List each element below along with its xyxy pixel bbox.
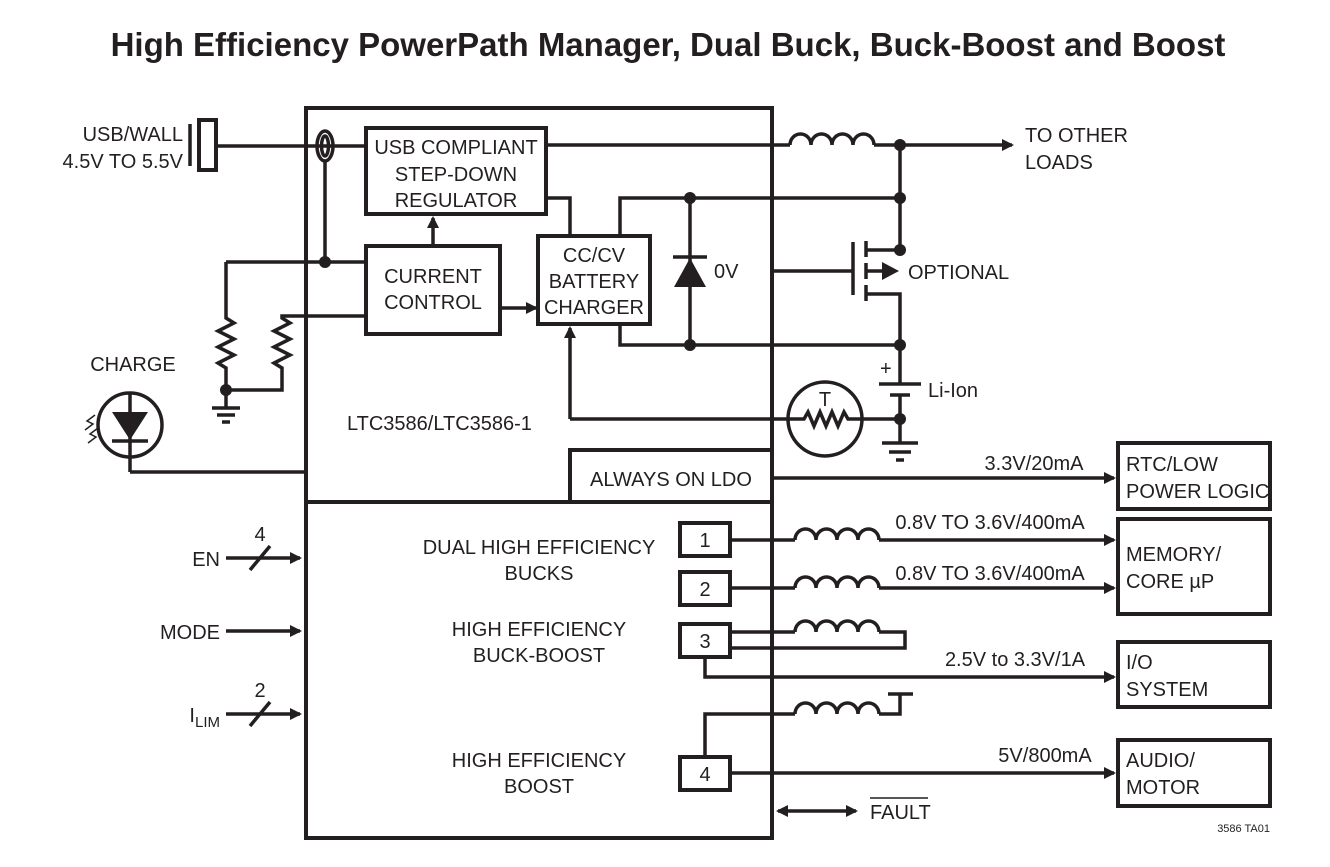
battery-charger: CC/CV BATTERY CHARGER bbox=[536, 234, 652, 326]
svg-text:4.5V TO 5.5V: 4.5V TO 5.5V bbox=[63, 151, 184, 173]
svg-text:USB COMPLIANT: USB COMPLIANT bbox=[374, 137, 537, 159]
other-loads-label-2: LOADS bbox=[1025, 152, 1093, 174]
battery-icon bbox=[879, 345, 921, 462]
charge-label: CHARGE bbox=[90, 354, 176, 376]
channel-2: 2 bbox=[678, 570, 732, 607]
svg-text:BUCKS: BUCKS bbox=[505, 563, 574, 585]
svg-text:CURRENT: CURRENT bbox=[384, 266, 482, 288]
current-control: CURRENT CONTROL bbox=[364, 244, 502, 336]
inductor-icon bbox=[793, 527, 881, 541]
inductor-icon bbox=[793, 701, 881, 715]
svg-text:MOTOR: MOTOR bbox=[1126, 777, 1200, 799]
buck-boost-output-label: 2.5V to 3.3V/1A bbox=[945, 649, 1086, 671]
ilim-bus-width: 2 bbox=[254, 680, 265, 702]
always-on-ldo: ALWAYS ON LDO bbox=[590, 469, 752, 491]
usb-step-down-regulator: USB COMPLIANT STEP-DOWN REGULATOR bbox=[364, 126, 548, 216]
boost-label: HIGH EFFICIENCY BOOST bbox=[452, 750, 626, 798]
other-loads-label: TO OTHER bbox=[1025, 125, 1128, 147]
memory-load: MEMORY/ CORE µP bbox=[1116, 517, 1272, 616]
svg-text:STEP-DOWN: STEP-DOWN bbox=[395, 164, 517, 186]
boost-output-label: 5V/800mA bbox=[998, 745, 1092, 767]
mode-label: MODE bbox=[160, 622, 220, 644]
svg-text:CONTROL: CONTROL bbox=[384, 292, 482, 314]
channel-3: 3 bbox=[678, 622, 732, 659]
channel-1: 1 bbox=[678, 521, 732, 558]
svg-text:DUAL HIGH EFFICIENCY: DUAL HIGH EFFICIENCY bbox=[423, 537, 656, 559]
svg-text:CC/CV: CC/CV bbox=[563, 245, 626, 267]
optional-label: OPTIONAL bbox=[908, 262, 1009, 284]
svg-text:2: 2 bbox=[699, 579, 710, 601]
en-bus-width: 4 bbox=[254, 524, 265, 546]
audio-load: AUDIO/ MOTOR bbox=[1116, 738, 1272, 808]
buck1-output-label: 0.8V TO 3.6V/400mA bbox=[895, 512, 1085, 534]
usb-input: USB/WALL 4.5V TO 5.5V bbox=[63, 118, 366, 268]
svg-text:MEMORY/: MEMORY/ bbox=[1126, 544, 1222, 566]
battery-label: Li-Ion bbox=[928, 380, 978, 402]
svg-text:4: 4 bbox=[699, 764, 710, 786]
battery-plus: + bbox=[880, 358, 892, 380]
svg-text:BATTERY: BATTERY bbox=[549, 271, 639, 293]
svg-text:T: T bbox=[819, 389, 831, 411]
svg-text:CORE µP: CORE µP bbox=[1126, 571, 1214, 593]
svg-text:BUCK-BOOST: BUCK-BOOST bbox=[473, 645, 605, 667]
ideal-diode-icon bbox=[673, 198, 707, 345]
optional-mosfet-icon bbox=[772, 145, 906, 345]
inductor-icon bbox=[793, 575, 881, 589]
part-number: LTC3586/LTC3586-1 bbox=[347, 413, 532, 435]
svg-text:HIGH EFFICIENCY: HIGH EFFICIENCY bbox=[452, 750, 626, 772]
figure-id: 3586 TA01 bbox=[1217, 823, 1270, 835]
fault-label: FAULT bbox=[870, 802, 931, 824]
svg-text:AUDIO/: AUDIO/ bbox=[1126, 750, 1195, 772]
svg-text:REGULATOR: REGULATOR bbox=[395, 190, 518, 212]
charge-led-icon bbox=[84, 391, 306, 474]
en-label: EN bbox=[192, 549, 220, 571]
svg-text:SYSTEM: SYSTEM bbox=[1126, 679, 1208, 701]
diode-voltage-label: 0V bbox=[714, 261, 739, 283]
inductor-icon bbox=[788, 132, 876, 146]
channel-4: 4 bbox=[678, 755, 732, 792]
buck2-output-label: 0.8V TO 3.6V/400mA bbox=[895, 563, 1085, 585]
svg-text:I/O: I/O bbox=[1126, 652, 1153, 674]
svg-text:3: 3 bbox=[699, 631, 710, 653]
ground-icon bbox=[212, 390, 240, 424]
svg-text:BOOST: BOOST bbox=[504, 776, 574, 798]
svg-text:RTC/LOW: RTC/LOW bbox=[1126, 454, 1218, 476]
inductor-icon bbox=[793, 619, 881, 633]
buck-boost-label: HIGH EFFICIENCY BUCK-BOOST bbox=[452, 619, 626, 667]
svg-text:HIGH EFFICIENCY: HIGH EFFICIENCY bbox=[452, 619, 626, 641]
ground-icon bbox=[882, 441, 918, 462]
svg-text:1: 1 bbox=[699, 530, 710, 552]
svg-text:POWER LOGIC: POWER LOGIC bbox=[1126, 481, 1269, 503]
thermistor-icon: T bbox=[786, 380, 864, 458]
diagram-title: High Efficiency PowerPath Manager, Dual … bbox=[111, 26, 1226, 63]
io-load: I/O SYSTEM bbox=[1116, 640, 1272, 709]
svg-text:CHARGER: CHARGER bbox=[544, 297, 644, 319]
ldo-output-label: 3.3V/20mA bbox=[985, 453, 1085, 475]
ilim-label: ILIM bbox=[189, 705, 220, 731]
ilim-resistors bbox=[212, 262, 366, 424]
svg-text:USB/WALL: USB/WALL bbox=[83, 124, 183, 146]
usb-connector-icon bbox=[197, 118, 218, 172]
bucks-label: DUAL HIGH EFFICIENCY BUCKS bbox=[423, 537, 656, 585]
rtc-load: RTC/LOW POWER LOGIC bbox=[1116, 441, 1272, 511]
